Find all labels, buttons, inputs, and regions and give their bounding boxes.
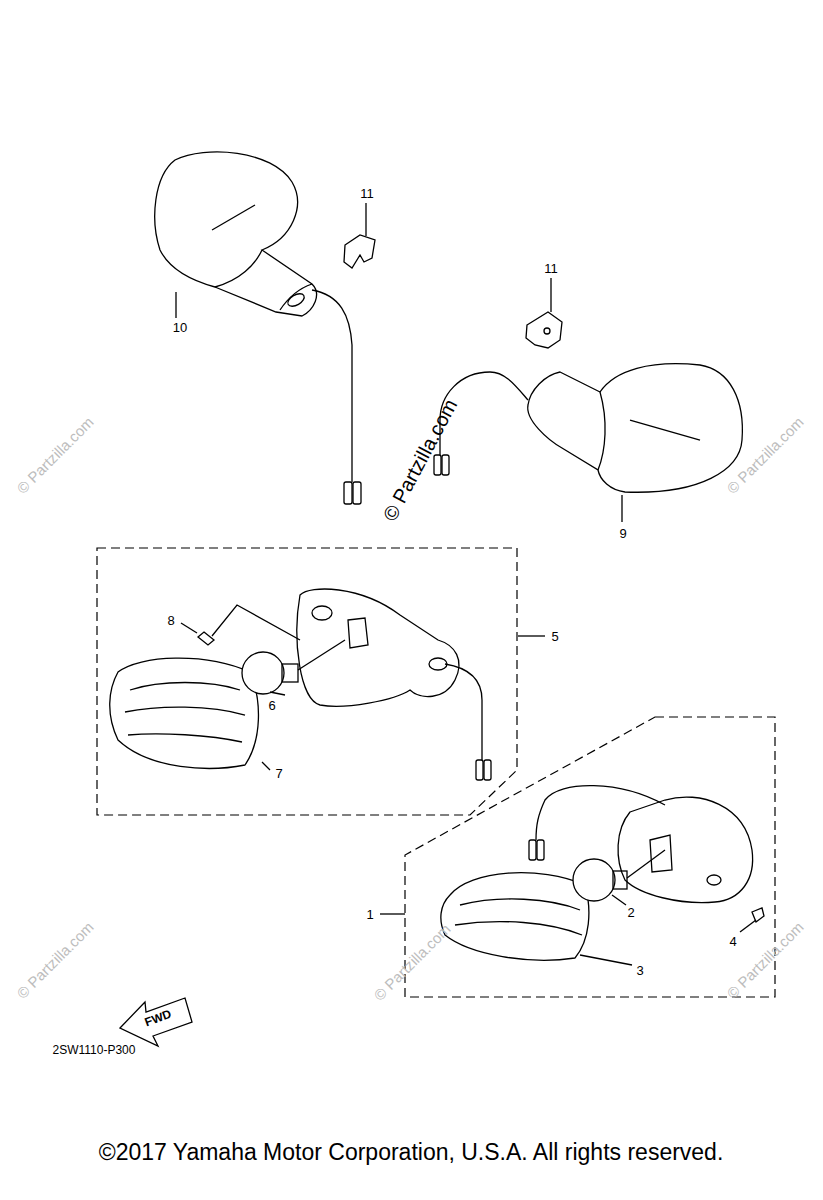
callout-number: 4 <box>729 935 736 948</box>
turn-signal-9 <box>434 364 742 493</box>
callout-number: 6 <box>268 699 275 712</box>
clip-11 <box>526 312 562 348</box>
copyright-caption: ©2017 Yamaha Motor Corporation, U.S.A. A… <box>99 1141 724 1164</box>
callout-number: 10 <box>173 321 187 334</box>
turn-signal-1 <box>441 786 764 961</box>
callout-number: 7 <box>275 767 282 780</box>
watermark: © Partzilla.com <box>724 919 806 1001</box>
dashed-outline <box>405 717 775 997</box>
callout-number: 8 <box>167 614 174 627</box>
callout-number: 11 <box>360 187 374 200</box>
dashed-outline <box>97 548 517 815</box>
leader-line <box>175 292 176 318</box>
callout-number: 3 <box>636 964 643 977</box>
callout-number: 11 <box>544 262 558 275</box>
diagram-code: 2SW1110-P300 <box>53 1044 136 1056</box>
turn-signal-10 <box>155 152 361 504</box>
dashed-group-box: 1243 <box>405 717 775 997</box>
callout-number: 2 <box>627 906 634 919</box>
watermark: © Partzilla.com <box>14 919 96 1001</box>
clip-11 <box>344 235 375 268</box>
watermark: © Partzilla.com <box>371 921 453 1003</box>
turn-signal-5 <box>110 589 491 780</box>
watermark: © Partzilla.com <box>14 414 96 496</box>
callout-number: 1 <box>366 908 373 921</box>
dashed-group-box: 5867 <box>97 548 517 815</box>
forward-arrow <box>120 998 192 1046</box>
callout-number: 9 <box>619 527 626 540</box>
callout-number: 5 <box>551 630 558 643</box>
